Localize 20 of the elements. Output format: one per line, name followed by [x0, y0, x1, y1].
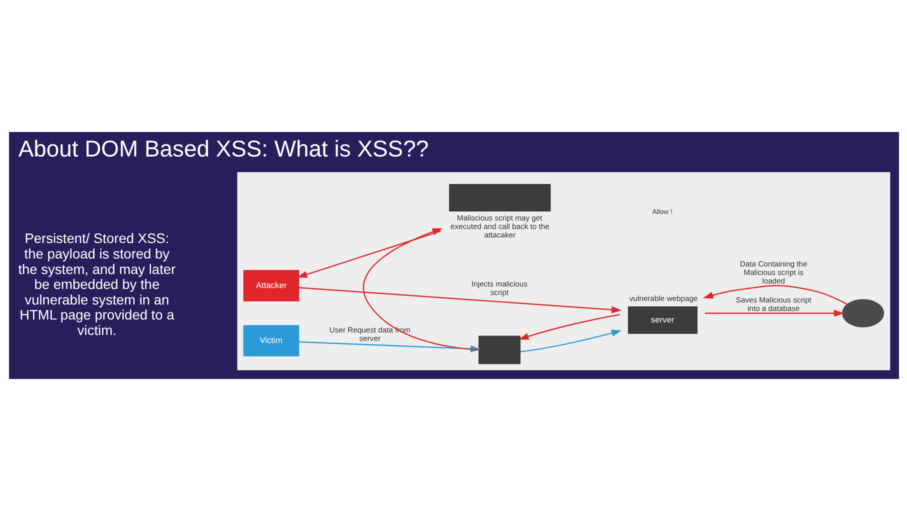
- node-box: [448, 184, 550, 212]
- node-box: server: [627, 306, 698, 334]
- arrow: [298, 286, 622, 313]
- edge-label: Data Containing the Malicious script is loaded: [739, 259, 807, 285]
- arrow: [296, 230, 440, 278]
- node-cloud: [842, 298, 884, 327]
- arrow: [702, 284, 847, 304]
- arrow: [518, 313, 620, 340]
- cluster: [236, 172, 890, 370]
- node-box: Victim: [242, 324, 299, 356]
- label: Persistent/ Stored XSS: the payload is stored by the system, and may later be embedded by the vulnerable system in an HTML page provided to a victim.: [18, 230, 176, 338]
- arrow: [704, 309, 844, 316]
- edge-label: Injects malicious script: [471, 278, 527, 296]
- node-label: vulnerable webpage: [628, 293, 698, 302]
- node-box: Attacker: [242, 270, 299, 301]
- edge-label: Saves Malicious script into a database: [735, 295, 811, 312]
- node-box: [478, 335, 520, 364]
- diagram-title: About DOM Based XSS: What is XSS??: [18, 134, 428, 161]
- arrow: [520, 329, 622, 352]
- node-label: Maliscious script may get executed and call back to the attacaker: [450, 213, 549, 240]
